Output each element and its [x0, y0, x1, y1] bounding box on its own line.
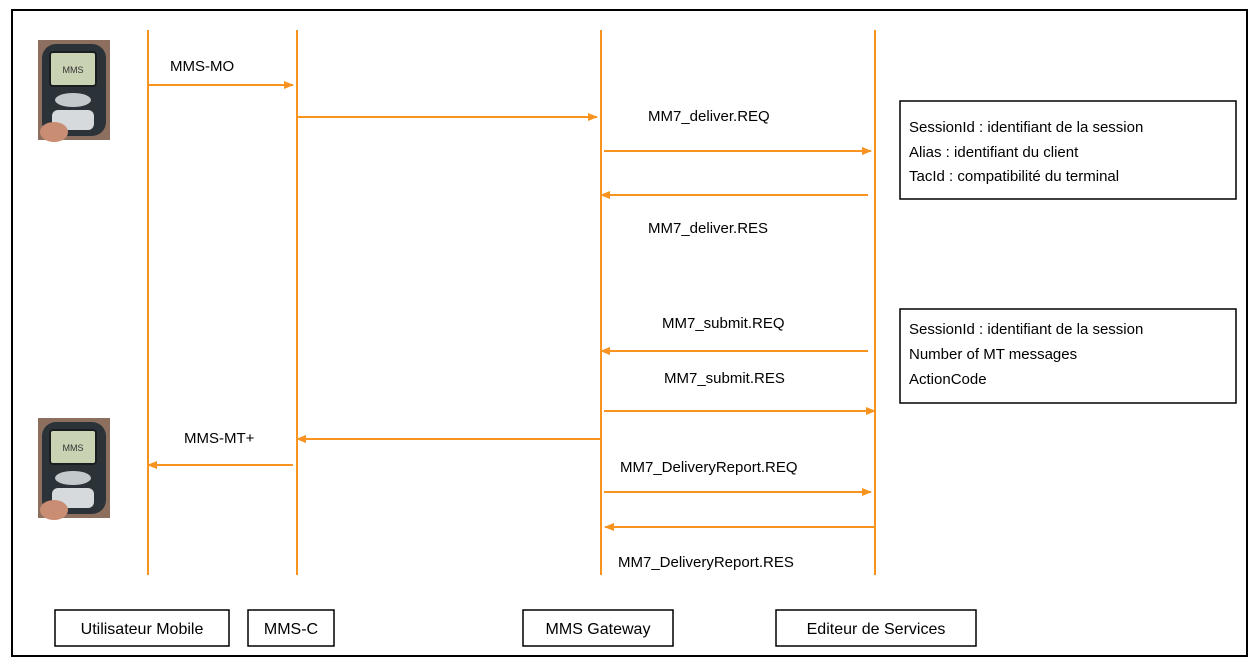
note-submit-line-2: Number of MT messages: [909, 346, 1077, 363]
phone-top-screen-text: MMS: [63, 65, 84, 75]
note-submit-line-3: ActionCode: [909, 371, 987, 388]
actor-user: Utilisateur Mobile: [54, 609, 230, 647]
lifelines: [147, 30, 876, 575]
diagram-frame: [11, 9, 1248, 657]
label-mm7-deliver-res: MM7_deliver.RES: [648, 220, 768, 237]
note-deliver-line-1: SessionId : identifiant de la session: [909, 119, 1143, 136]
label-mm7-deliveryreport-req: MM7_DeliveryReport.REQ: [620, 459, 798, 476]
note-submit-line-1: SessionId : identifiant de la session: [909, 321, 1143, 338]
phone-bottom-screen-text: MMS: [63, 443, 84, 453]
label-mm7-deliveryreport-res: MM7_DeliveryReport.RES: [618, 554, 794, 571]
actor-gateway-label: MMS Gateway: [546, 621, 651, 638]
note-deliver-params: SessionId : identifiant de la session Al…: [899, 100, 1237, 200]
label-mm7-deliver-req: MM7_deliver.REQ: [648, 108, 770, 125]
label-mms-mo: MMS-MO: [170, 58, 234, 75]
actor-mmsc: MMS-C: [247, 609, 335, 647]
phone-top-image: MMS: [38, 40, 110, 142]
actor-editor-label: Editeur de Services: [807, 621, 946, 638]
label-mm7-submit-res: MM7_submit.RES: [664, 370, 785, 387]
actor-user-label: Utilisateur Mobile: [81, 621, 204, 638]
message-arrows: [147, 81, 876, 531]
note-submit-params: SessionId : identifiant de la session Nu…: [899, 308, 1237, 404]
actor-mmsc-label: MMS-C: [264, 621, 318, 638]
note-deliver-line-3: TacId : compatibilité du terminal: [909, 168, 1119, 185]
label-mm7-submit-req: MM7_submit.REQ: [662, 315, 785, 332]
label-mms-mt: MMS-MT+: [184, 430, 255, 447]
actor-gateway: MMS Gateway: [522, 609, 674, 647]
actor-editor: Editeur de Services: [775, 609, 977, 647]
message-labels: MMS-MO MM7_deliver.REQ MM7_deliver.RES M…: [170, 58, 798, 571]
note-deliver-line-2: Alias : identifiant du client: [909, 144, 1079, 161]
phone-bottom-image: MMS: [38, 418, 110, 520]
